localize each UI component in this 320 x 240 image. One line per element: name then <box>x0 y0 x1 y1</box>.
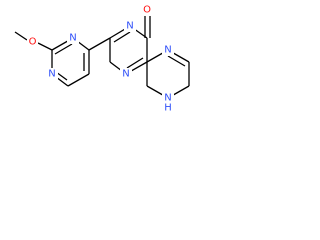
atom-n-ring-3: N <box>124 20 136 32</box>
bond-o-c2p <box>37 42 53 51</box>
bond-c5p-c6p <box>67 73 90 87</box>
atom-nh-pyrazine-8-label: N <box>164 93 171 104</box>
bond-c2p-n3p-double <box>54 43 73 55</box>
atom-n-pyrazine-5: N <box>162 44 174 56</box>
atom-n-pyrimidine-3: N <box>67 32 79 44</box>
bond-c4a-c8a-double <box>126 57 144 69</box>
atom-nh-pyrazine-8: N H <box>162 92 174 114</box>
chemical-structure: O N N O N N N N H <box>14 4 190 114</box>
atom-labels: O N N O N N N N H <box>27 4 174 114</box>
atom-n-pyrimidine-1-label: N <box>48 69 55 80</box>
atom-h-pyrazine-8-label: H <box>164 103 172 114</box>
bonds <box>14 16 190 99</box>
bond-methyl-o <box>14 31 28 41</box>
atom-o-methoxy-label: O <box>29 37 37 48</box>
bond-c4p-c2 <box>88 37 111 51</box>
atom-o-methoxy: O <box>27 36 38 48</box>
atom-n-pyrimidine-3-label: N <box>69 33 76 44</box>
bond-n5-c6-double <box>167 55 186 67</box>
atom-o-carbonyl-label: O <box>143 5 151 16</box>
atom-n-ring-3-label: N <box>126 21 133 32</box>
atom-n-ring-1-label: N <box>122 69 129 80</box>
atom-n-pyrazine-5-label: N <box>164 45 171 56</box>
atom-n-pyrimidine-1: N <box>46 68 58 80</box>
atom-o-carbonyl: O <box>141 4 153 16</box>
atom-n-ring-1: N <box>120 68 132 80</box>
bond-c2-n3-double <box>113 31 131 43</box>
